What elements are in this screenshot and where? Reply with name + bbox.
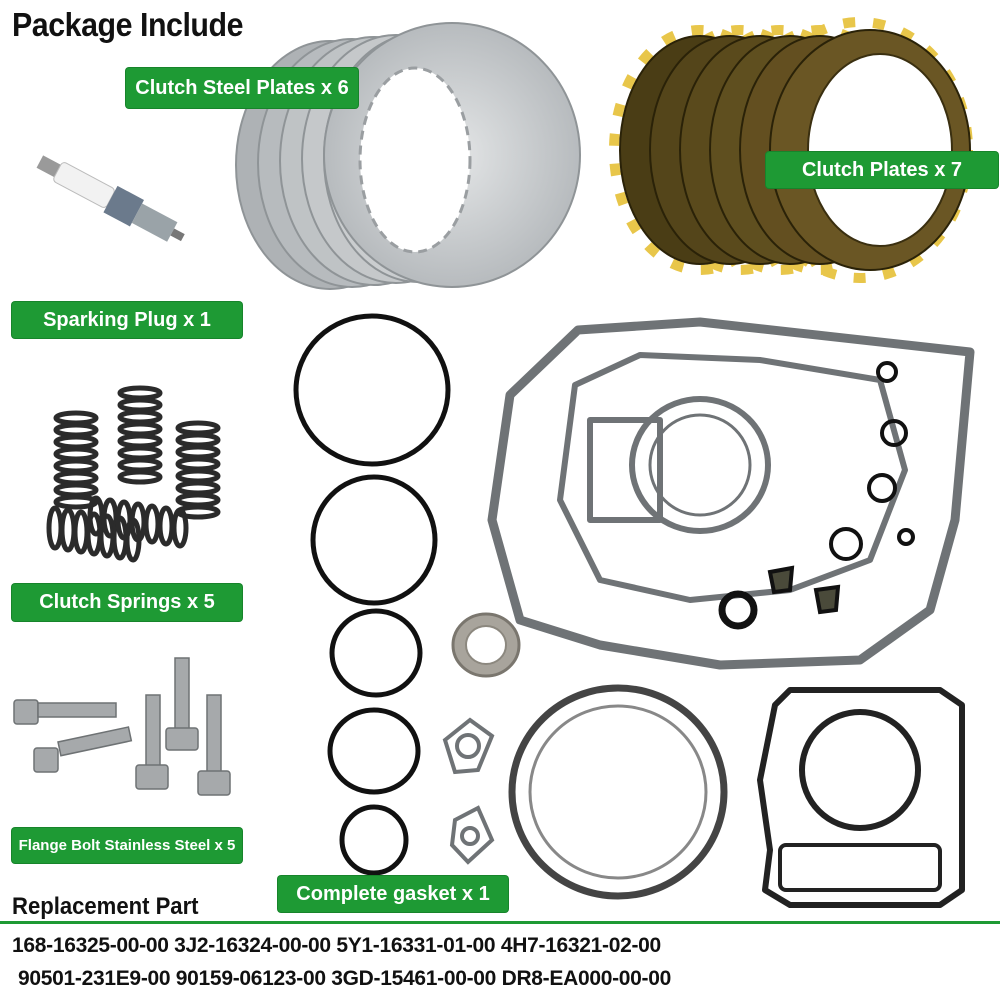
base-gasket-image [508, 684, 728, 900]
seals-image [718, 361, 915, 630]
part-numbers-line-2: 90501-231E9-00 90159-06123-00 3GD-15461-… [18, 967, 671, 990]
spark-plug-label: Sparking Plug x 1 [12, 302, 242, 338]
clutch-springs-label: Clutch Springs x 5 [12, 584, 242, 621]
flange-bolt-label: Flange Bolt Stainless Steel x 5 [12, 828, 242, 863]
spark-plug-image [36, 155, 185, 242]
clutch-springs-image [46, 385, 221, 563]
flange-bolts-image [13, 657, 231, 796]
crankcase-gasket-image [487, 317, 975, 670]
clutch-steel-plates-label: Clutch Steel Plates x 6 [126, 68, 358, 108]
small-gaskets-image [442, 717, 495, 865]
clutch-plates-image [609, 17, 973, 283]
page-title: Package Include [12, 6, 244, 43]
clutch-plates-label: Clutch Plates x 7 [766, 152, 998, 188]
part-numbers-line-1: 168-16325-00-00 3J2-16324-00-00 5Y1-1633… [12, 934, 661, 957]
clutch-steel-plates-image [235, 22, 581, 290]
exhaust-gasket-image [451, 612, 521, 678]
section-divider [0, 921, 1000, 924]
replacement-part-title: Replacement Part [12, 893, 199, 920]
head-gasket-image [757, 687, 965, 908]
o-rings-image [293, 313, 451, 876]
complete-gasket-label: Complete gasket x 1 [278, 876, 508, 912]
